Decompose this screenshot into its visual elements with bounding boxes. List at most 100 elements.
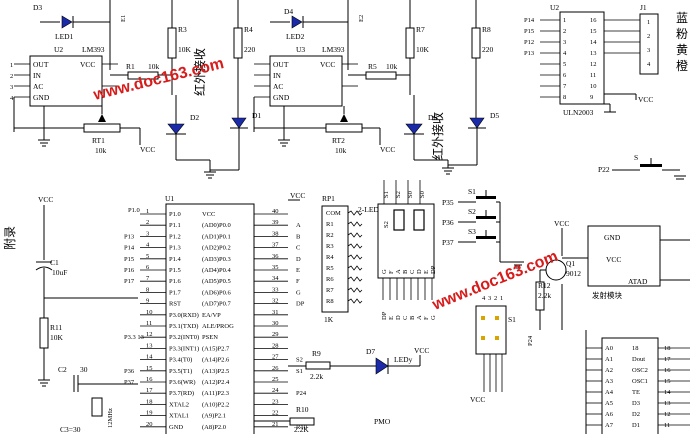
decoder-left-pin: A6 [605, 411, 614, 418]
mcu-left-net: P13 [124, 233, 134, 240]
at89c51-chip [165, 203, 255, 434]
mcu-left-pin-num: 18 [146, 398, 153, 405]
j1-label: J1 [640, 3, 647, 12]
display-bottom-pin: B [402, 269, 409, 274]
display-bottom-net: E [388, 316, 395, 320]
mcu-left-pin-label: P3.6(WR) [169, 379, 196, 386]
vcc-net-b: VCC [380, 145, 395, 154]
module-name: 发射模块 [592, 290, 622, 300]
display-bottom-net: F [423, 316, 430, 320]
display-bottom-pin: E [423, 270, 430, 274]
mcu-right-pin-label: (AD7)P0.7 [202, 301, 231, 308]
rt2-value: 10k [335, 146, 347, 155]
r8-label: R8 [482, 25, 491, 34]
mcu-right-pin-num: 22 [272, 410, 279, 417]
mcu-right-pin-num: 27 [272, 354, 279, 361]
ir-receiver-text-b: 红外接收 [430, 112, 445, 160]
uln-left-net: P13 [524, 50, 534, 57]
r5-value: 10k [386, 62, 398, 71]
mcu-left-pin-num: 9 [146, 298, 149, 305]
led-icon [469, 117, 485, 129]
decoder-left-pin: A5 [605, 400, 613, 407]
resistor-r8 [471, 27, 481, 59]
pin-vcc: VCC [80, 60, 95, 69]
mcu-left-pin-label: GND [169, 424, 183, 431]
mcu-left-pin-label: P1.1 [169, 222, 181, 229]
d6-label: D6 [428, 113, 437, 122]
r12-value: 2.2k [538, 291, 551, 300]
d7-label: D7 [366, 347, 375, 356]
r5-label: R5 [368, 62, 377, 71]
mcu-top-net: P1.0 [128, 207, 140, 214]
e2-net: E2 [358, 15, 365, 22]
mcu-right-pin-num: 31 [272, 309, 279, 316]
resistor-r4 [233, 27, 243, 59]
ir-receiver-text-a: 红外接收 [192, 48, 207, 96]
r1-label: R1 [126, 62, 135, 71]
mcu-left-pin-label: P3.3(INT1) [169, 345, 199, 352]
color-pink: 粉 [676, 27, 688, 41]
switch-pin: 2 [494, 295, 497, 302]
switch-pin: 1 [500, 295, 503, 302]
led-icon [61, 15, 73, 29]
rp1-pin: R7 [326, 287, 334, 294]
decoder-left-pin: A1 [605, 356, 613, 363]
uln-right-pin: 14 [590, 39, 597, 46]
comparator-a: D3 LED1 E1 U2 LM393 OUT IN AC GND VCC 12… [10, 0, 261, 179]
svg-text:GND: GND [604, 233, 621, 242]
mcu-right-pin-label: (A10)P2.2 [202, 401, 229, 408]
mcu-right-pin-label: (AD1)P0.1 [202, 233, 231, 240]
lm393-label: LM393 [82, 45, 105, 54]
switch-s1-module [475, 305, 507, 355]
rp1-net: 1K [324, 315, 334, 324]
mcu-right-pin-label: (A13)P2.5 [202, 368, 229, 375]
d1-label: D1 [252, 111, 261, 120]
mcu-right-pin-num: 28 [272, 342, 279, 349]
decoder-right-label: TE [632, 389, 640, 396]
mcu-right-pin-label: EA/VP [202, 312, 221, 319]
mcu-left-pin-label: P3.0(RXD) [169, 312, 199, 319]
decoder-right-pin: 16 [664, 367, 671, 374]
display-top-net: S0 [407, 191, 414, 198]
pin-ac: AC [33, 82, 43, 91]
color-orange: 橙 [676, 58, 688, 73]
mcu-right-pin-label: ALE/PROG [202, 323, 234, 330]
j1-pin: 3 [647, 47, 650, 54]
mcu-left-pin-num: 15 [146, 365, 153, 372]
uln-left-pin: 5 [563, 61, 566, 68]
pin-out: OUT [33, 60, 49, 69]
mcu-left-pin-label: XTAL1 [169, 413, 189, 420]
ir-receiver-icon [167, 123, 185, 135]
r10-value: 2.2K [294, 425, 309, 434]
mcu-right-net: DP [296, 301, 305, 308]
c3-label: C3=30 [60, 425, 81, 434]
pushbutton-icon [476, 216, 496, 219]
decoder-right-label: Dout [632, 356, 645, 363]
ground-icon [278, 106, 290, 147]
c2-label: C2 [58, 365, 67, 374]
decoder-right-pin: 18 [664, 345, 671, 352]
switch-vcc: VCC [470, 395, 485, 404]
uln-right-pin: 16 [590, 17, 597, 24]
pushbutton-icon [476, 196, 496, 199]
uln-left-pin: 1 [563, 17, 566, 24]
potentiometer-rt2 [325, 123, 363, 133]
r7-value: 10K [416, 45, 430, 54]
display-bottom-net: D [395, 315, 402, 320]
mcu-left-pin-label: P1.4 [169, 256, 181, 263]
status-led: R9 2.2k D7 LEDy VCC R10 2.2K PMO [254, 346, 429, 434]
display-bottom-pin: C [409, 270, 416, 274]
c1-label: C1 [50, 258, 59, 267]
rp1-pin: R4 [326, 254, 334, 261]
potentiometer-rt1 [83, 123, 121, 133]
display-bottom-pin: F [388, 270, 395, 274]
rt1-label: RT1 [92, 136, 105, 145]
mcu-right-pin-num: 21 [272, 421, 279, 428]
mcu-right-pin-label: (A11)P2.3 [202, 390, 229, 397]
button-label: S3 [468, 227, 476, 236]
uln-left-net: P14 [524, 17, 535, 24]
uln-right-pin: 13 [590, 50, 597, 57]
mcu-right-net: D [296, 256, 301, 263]
uln-right-pin: 12 [590, 61, 597, 68]
